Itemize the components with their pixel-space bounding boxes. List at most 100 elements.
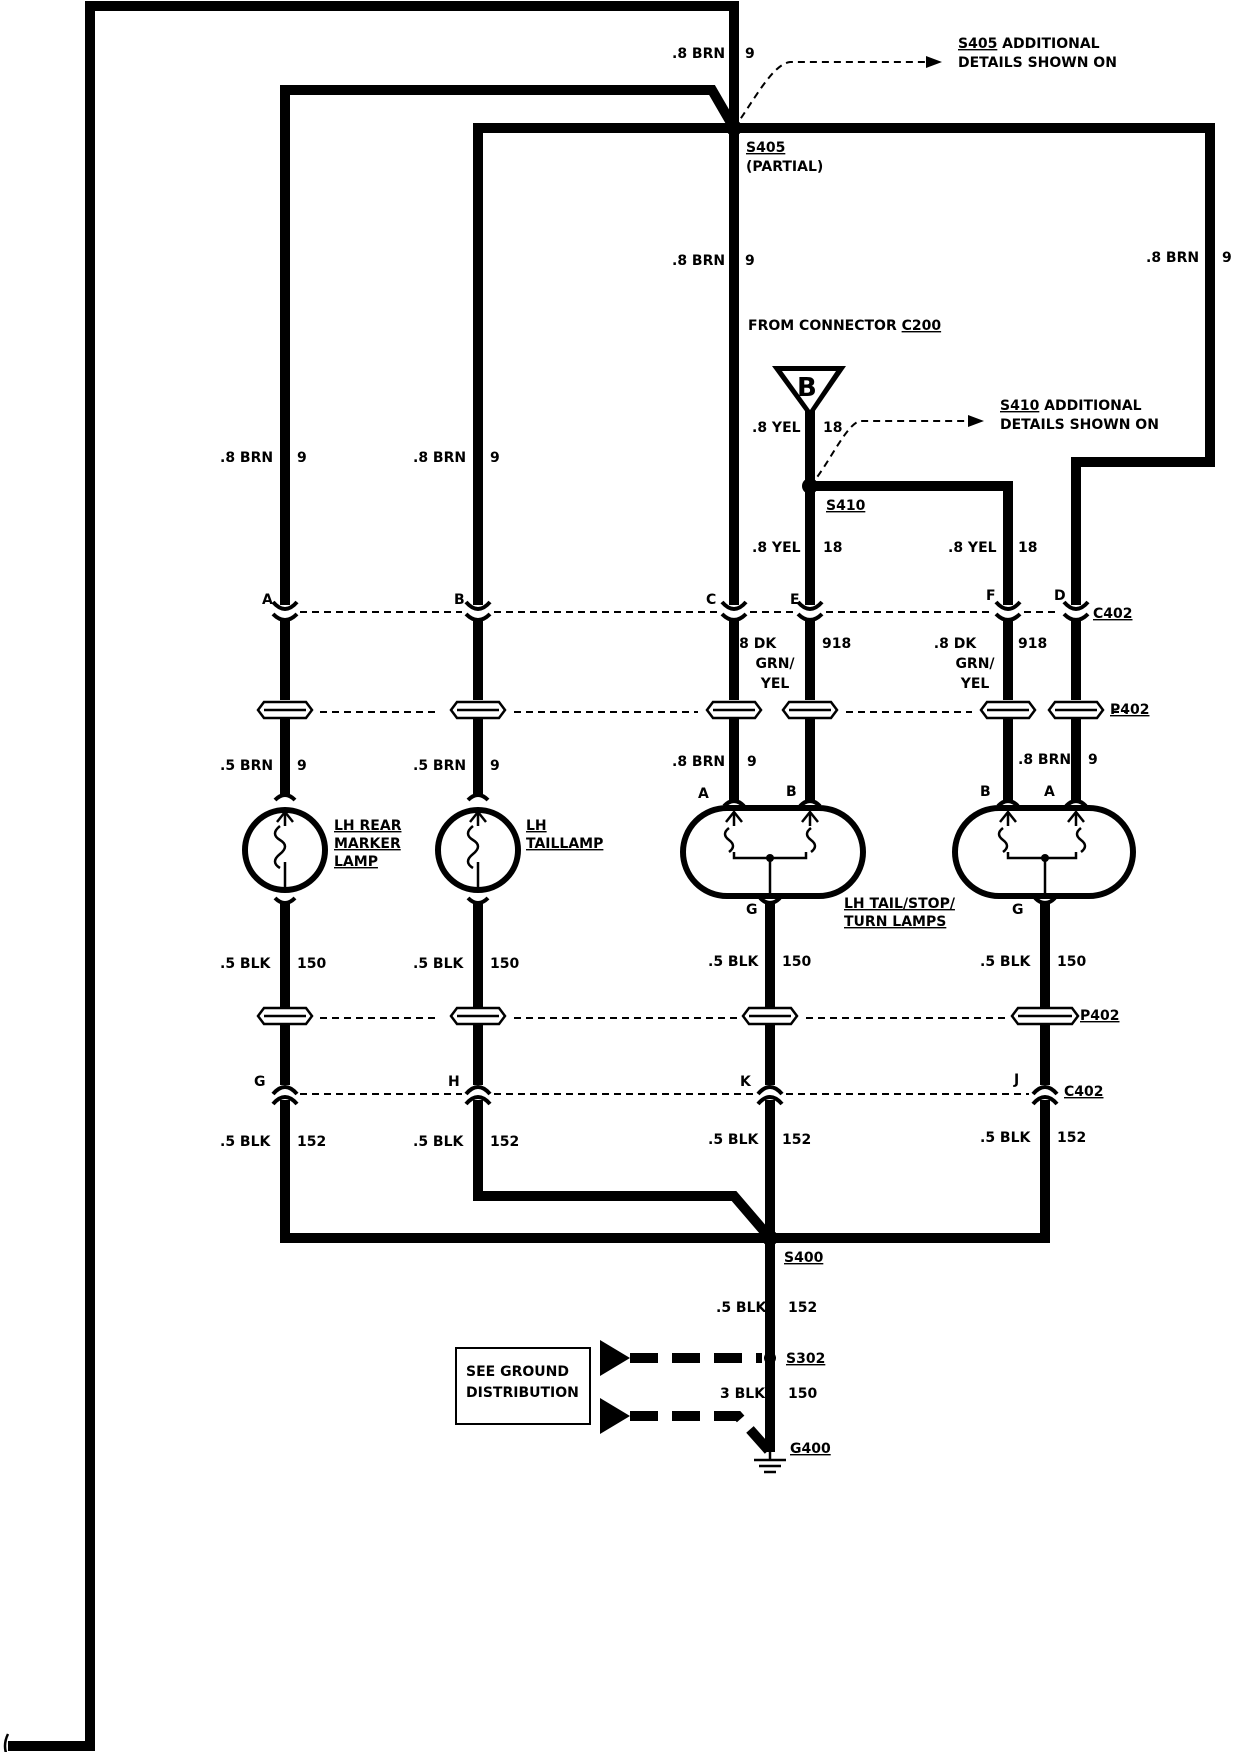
- wire-a-lamp-size: .5 BRN: [220, 758, 273, 774]
- lamp-ground-wires: [280, 902, 1050, 1085]
- wire-h-s400-size: .5 BLK: [413, 1134, 465, 1150]
- pigtails-upper: [280, 620, 1081, 700]
- c402-pin-j: J: [1013, 1072, 1019, 1088]
- lamp1-pin-b: B: [786, 784, 797, 800]
- wire-d-lamp-size: .8 BRN: [1018, 752, 1071, 768]
- wire-a-gnd-circuit: 150: [297, 956, 326, 972]
- lh-rear-marker-lamp: [242, 793, 328, 905]
- s405-partial-label: (PARTIAL): [746, 159, 823, 175]
- c402-pin-h: H: [448, 1074, 460, 1090]
- splice-s302-dot: [764, 1352, 776, 1364]
- wire-c-lamp-circuit: 9: [747, 754, 757, 770]
- ground-distribution-box: SEE GROUND DISTRIBUTION: [455, 1347, 591, 1425]
- s410-label: S410: [826, 498, 866, 514]
- c402-upper-connector: [271, 600, 1090, 622]
- wire-s405-to-a: [280, 85, 739, 605]
- wire-d-lamp-circuit: 9: [1088, 752, 1098, 768]
- wire-s400-size: .5 BLK: [716, 1300, 768, 1316]
- lh-taillamp: [435, 793, 521, 905]
- wire-e-lower-circuit: 918: [822, 636, 851, 652]
- wire-h-to-s400: [473, 1100, 774, 1242]
- c402-pin-d: D: [1054, 588, 1066, 604]
- p402-upper-label: P402: [1110, 702, 1149, 718]
- ground-box-line2: DISTRIBUTION: [466, 1385, 579, 1401]
- wire-g400-circuit: 150: [788, 1386, 817, 1402]
- tail-stop-turn-label: LH TAIL/STOP/TURN LAMPS: [844, 896, 956, 930]
- wire-j-s400-size: .5 BLK: [980, 1130, 1032, 1146]
- wire-b-gnd-size: .5 BLK: [413, 956, 465, 972]
- lamp-feed-wires: [280, 718, 1081, 800]
- wire-k-gnd-circuit: 150: [782, 954, 811, 970]
- wire-b-upper-size: .8 BRN: [413, 450, 466, 466]
- ground-box-line1: SEE GROUND: [466, 1364, 569, 1380]
- wire-g-to-s400: [280, 1100, 770, 1243]
- wire-c-upper-size: .8 BRN: [672, 253, 725, 269]
- wire-s405-to-b: [473, 123, 734, 605]
- wire-outer-loop: [3, 1, 739, 1752]
- wire-c200-size: .8 YEL: [752, 420, 801, 436]
- lh-tail-stop-turn-lamp-2: [952, 799, 1136, 905]
- c402-pin-f: F: [986, 588, 996, 604]
- wire-j-gnd-circuit: 150: [1057, 954, 1086, 970]
- wire-b-gnd-circuit: 150: [490, 956, 519, 972]
- c402-pin-b: B: [454, 592, 465, 608]
- ground-arrow-g400: [600, 1398, 774, 1456]
- from-connector-c200: FROM CONNECTOR C200: [748, 318, 941, 334]
- c402-lower-connector: [271, 1085, 1059, 1106]
- c200-source-triangle: B: [772, 366, 846, 418]
- wire-k-gnd-size: .5 BLK: [708, 954, 760, 970]
- wire-g-s400-size: .5 BLK: [220, 1134, 272, 1150]
- lamp1-pin-a: A: [698, 786, 709, 802]
- wire-c-upper-circuit: 9: [745, 253, 755, 269]
- lamp2-pin-a: A: [1044, 784, 1055, 800]
- c402-pin-c: C: [706, 592, 716, 608]
- c402-pin-a: A: [262, 592, 273, 608]
- wire-j-s400-circuit: 152: [1057, 1130, 1086, 1146]
- wire-k-s400-circuit: 152: [782, 1132, 811, 1148]
- splice-s400-dot: [762, 1230, 778, 1246]
- wire-f-lower-circuit: 918: [1018, 636, 1047, 652]
- wire-h-s400-circuit: 152: [490, 1134, 519, 1150]
- wire-b-upper-circuit: 9: [490, 450, 500, 466]
- wire-k-s400-size: .5 BLK: [708, 1132, 760, 1148]
- lamp2-pin-g: G: [1012, 902, 1024, 918]
- s410-reference-arrow: [809, 415, 984, 487]
- c402-lower-label: C402: [1064, 1084, 1104, 1100]
- g400-label: G400: [790, 1441, 831, 1457]
- wire-s405-to-d: [734, 123, 1215, 605]
- wire-b-lamp-circuit: 9: [490, 758, 500, 774]
- c200-letter: B: [797, 373, 817, 403]
- s400-label: S400: [784, 1250, 824, 1266]
- c402-pin-e: E: [790, 592, 800, 608]
- lamp1-pin-g: G: [746, 902, 758, 918]
- wire-d-upper-size: .8 BRN: [1146, 250, 1199, 266]
- s405-top-wire-circuit: 9: [745, 46, 755, 62]
- c402-upper-label: C402: [1093, 606, 1133, 622]
- c402-pin-g: G: [254, 1074, 266, 1090]
- wire-b-lamp-size: .5 BRN: [413, 758, 466, 774]
- s405-label: S405: [746, 140, 785, 156]
- wire-a-gnd-size: .5 BLK: [220, 956, 272, 972]
- wire-g-s400-circuit: 152: [297, 1134, 326, 1150]
- lamp2-pin-b: B: [980, 784, 991, 800]
- s405-reference-arrow: [733, 56, 942, 129]
- wire-g400-size: 3 BLK: [720, 1386, 766, 1402]
- lh-tail-stop-turn-lamp-1: [680, 799, 866, 905]
- wire-e-upper-circuit: 18: [823, 540, 842, 556]
- p402-upper-connector: [256, 700, 1126, 720]
- wire-a-upper-size: .8 BRN: [220, 450, 273, 466]
- wire-a-upper-circuit: 9: [297, 450, 307, 466]
- s302-label: S302: [786, 1351, 825, 1367]
- c402-pin-k: K: [740, 1074, 752, 1090]
- wire-c200-circuit: 18: [823, 420, 842, 436]
- p402-lower-label: P402: [1080, 1008, 1119, 1024]
- wire-e-upper-size: .8 YEL: [752, 540, 801, 556]
- wire-c-lamp-size: .8 BRN: [672, 754, 725, 770]
- wire-j-gnd-size: .5 BLK: [980, 954, 1032, 970]
